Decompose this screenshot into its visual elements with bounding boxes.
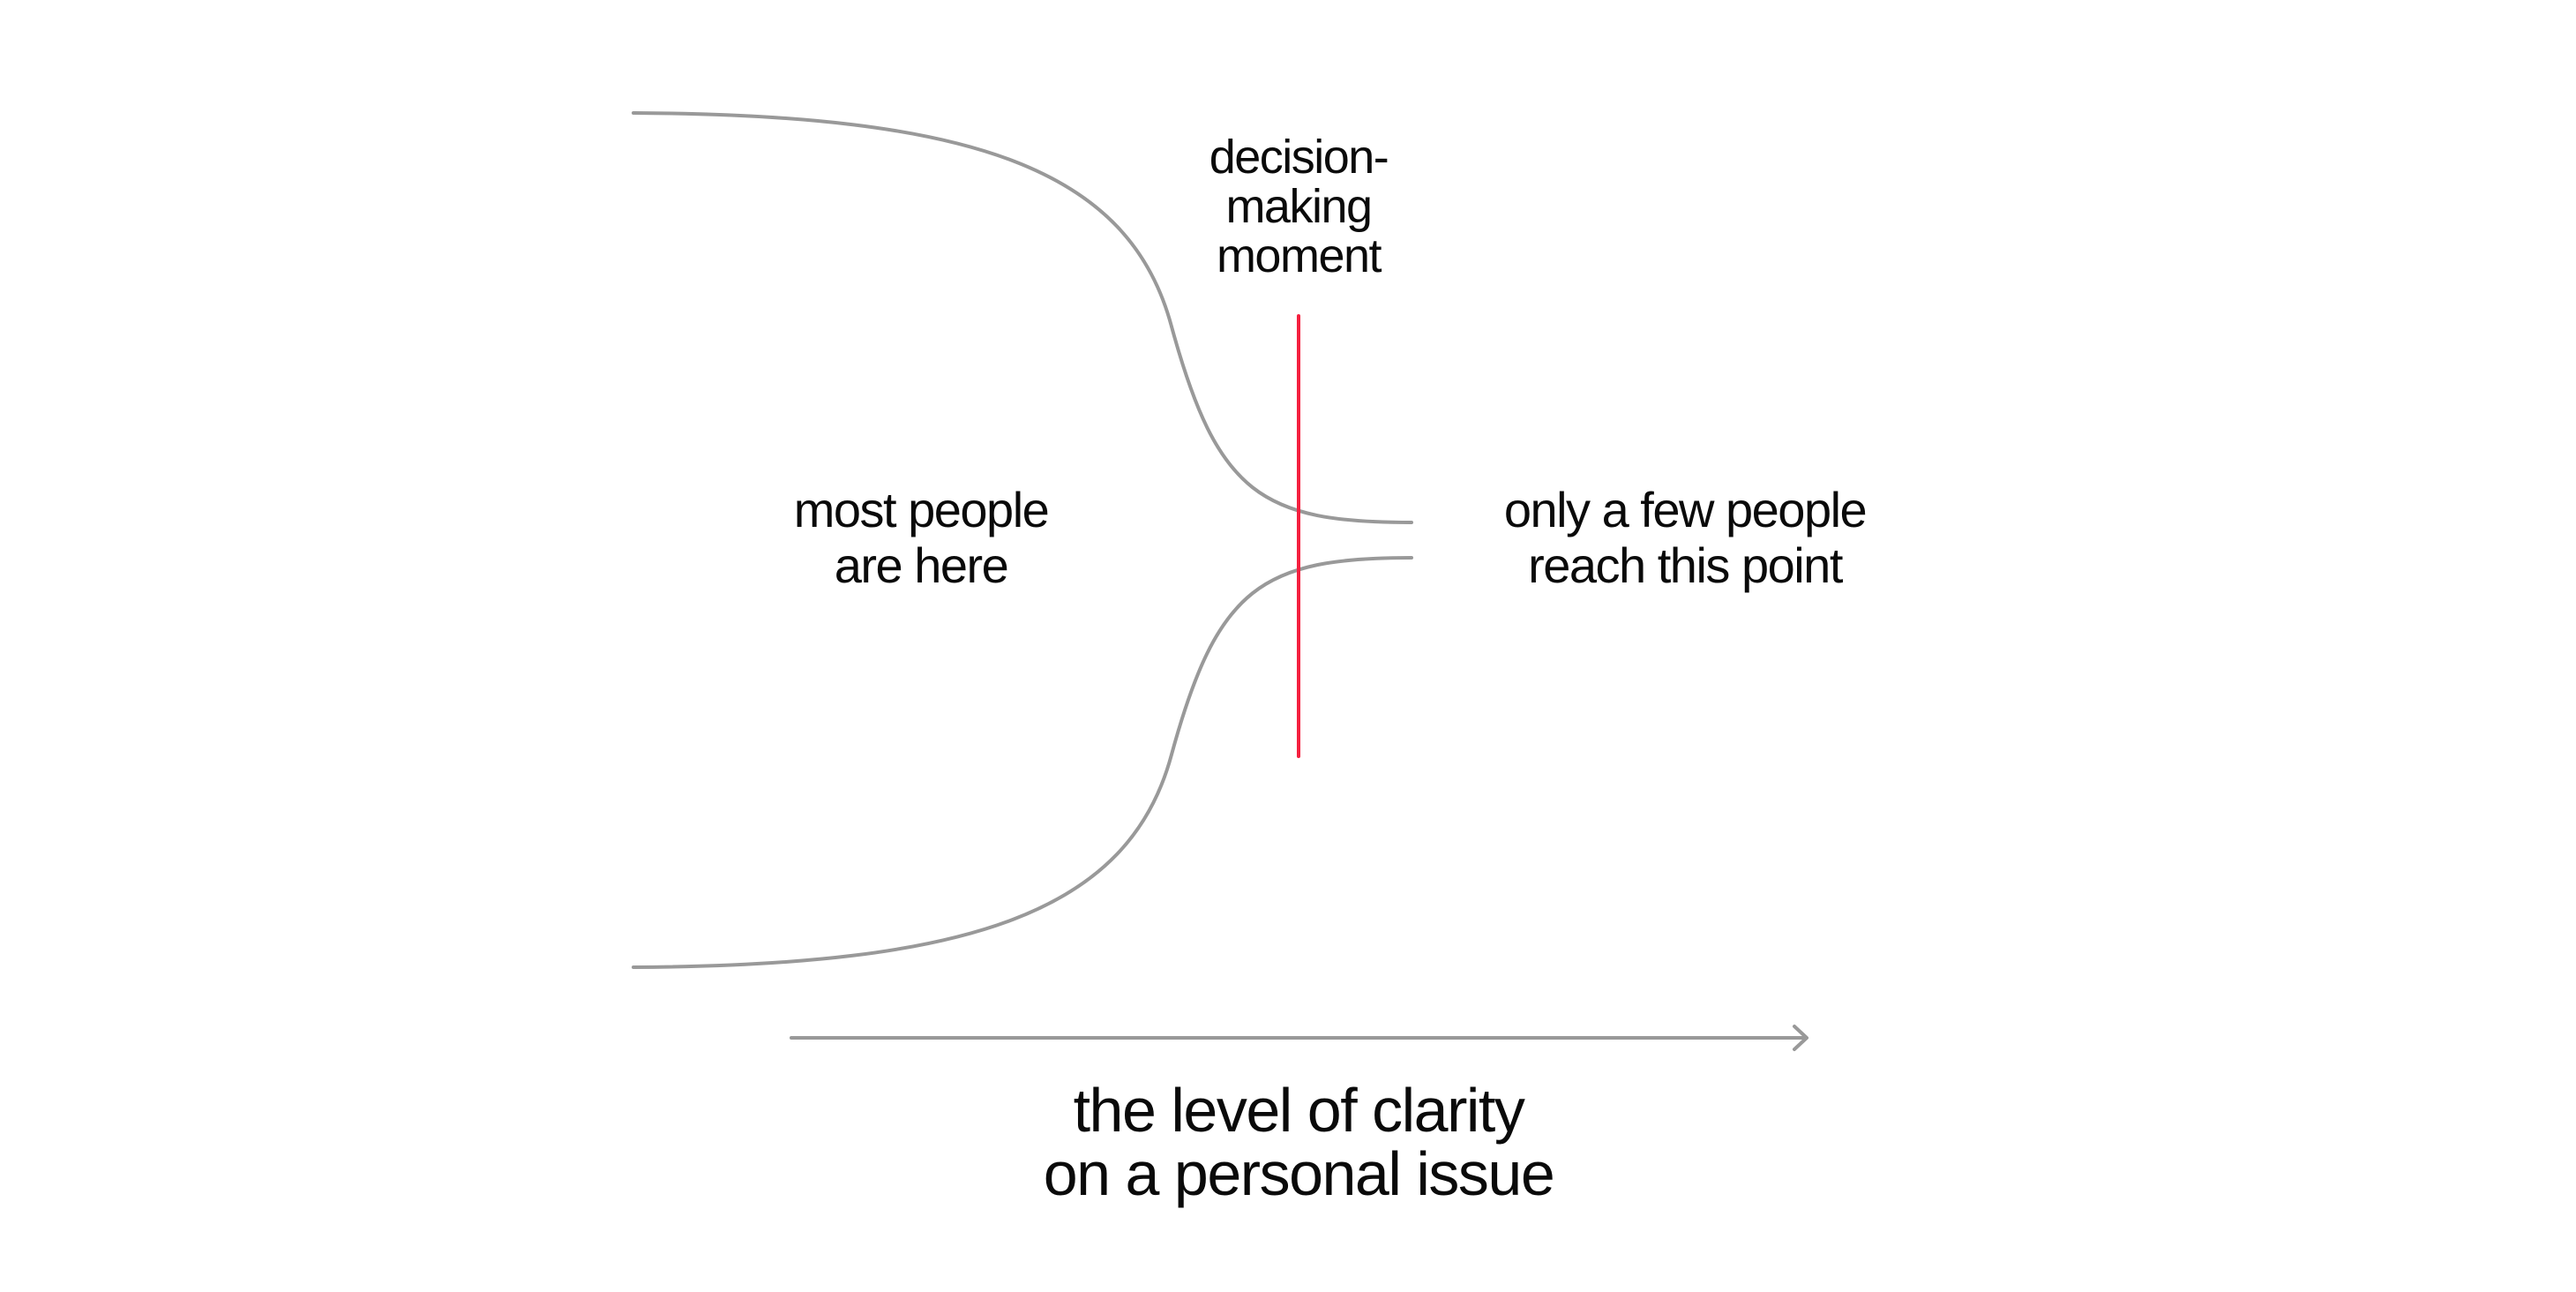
axis-label-line-1: the level of clarity — [1073, 1076, 1525, 1145]
decision-moment-label: decision- making moment — [1166, 132, 1431, 281]
few-label-line-2: reach this point — [1528, 537, 1843, 593]
most-label-line-1: most people — [793, 482, 1050, 537]
decision-label-line-1: decision- — [1209, 131, 1389, 184]
lower-funnel-curve — [632, 556, 1413, 969]
axis-label-line-2: on a personal issue — [1043, 1139, 1555, 1208]
decision-label-line-3: moment — [1216, 229, 1382, 282]
decision-label-line-2: making — [1225, 180, 1373, 233]
few-people-label: only a few people reach this point — [1464, 482, 1906, 593]
few-label-line-1: only a few people — [1503, 482, 1868, 537]
x-axis-label: the level of clarity on a personal issue — [946, 1078, 1651, 1206]
most-label-line-2: are here — [834, 537, 1009, 593]
most-people-label: most people are here — [745, 482, 1097, 593]
upper-funnel-curve — [632, 111, 1413, 524]
arrow-right-icon — [1793, 1025, 1808, 1051]
